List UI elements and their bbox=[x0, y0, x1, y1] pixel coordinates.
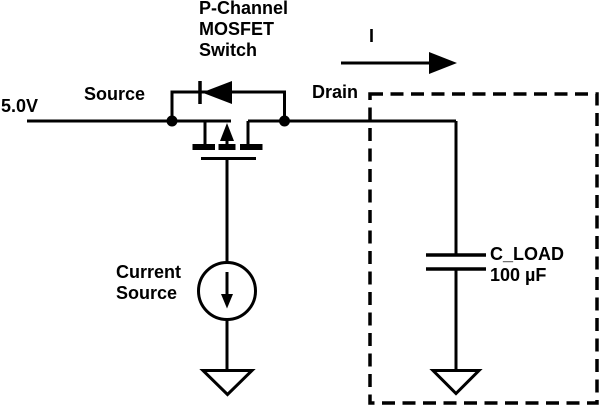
source-terminal-label: Source bbox=[84, 84, 145, 104]
mosfet-caption-line2: MOSFET bbox=[199, 19, 274, 39]
supply-rail bbox=[27, 115, 456, 127]
mosfet-caption-line3: Switch bbox=[199, 40, 257, 60]
current-direction-arrow bbox=[341, 52, 457, 74]
load-name-label: C_LOAD bbox=[490, 244, 564, 264]
current-label: I bbox=[369, 26, 374, 46]
drain-terminal-label: Drain bbox=[312, 82, 358, 102]
diode-anode-triangle bbox=[202, 81, 232, 104]
supply-voltage-label: 5.0V bbox=[1, 96, 38, 116]
mosfet-caption-line1: P-Channel bbox=[199, 0, 288, 18]
current-source-arrow-head bbox=[221, 294, 233, 309]
labels: 5.0V Source Drain P-Channel MOSFET Switc… bbox=[1, 0, 564, 303]
capacitor-ground-symbol bbox=[429, 369, 483, 396]
current-source-caption-line1: Current bbox=[116, 262, 181, 282]
current-source-caption-line2: Source bbox=[116, 283, 177, 303]
mosfet-body-arrow-head bbox=[220, 123, 234, 141]
load-capacitor bbox=[426, 121, 486, 396]
pmos-transistor-symbol bbox=[192, 121, 263, 263]
load-value-label: 100 µF bbox=[490, 265, 546, 285]
current-arrow-head bbox=[429, 52, 457, 74]
current-source-ground-symbol bbox=[199, 369, 256, 397]
body-diode bbox=[170, 81, 286, 123]
load-boundary-box bbox=[368, 92, 599, 405]
current-source-symbol bbox=[197, 261, 257, 397]
